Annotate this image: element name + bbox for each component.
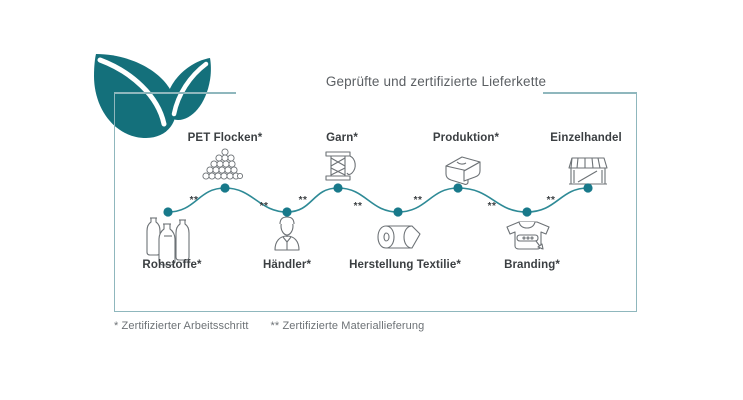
cert-mark-7: ** [546, 195, 556, 206]
stage-label-produktion: Produktion* [432, 132, 500, 144]
chain-frame-box [114, 93, 637, 312]
stage-label-rohstoffe: Rohstoffe* [142, 259, 202, 271]
stage-label-einzelhandel: Einzelhandel [550, 132, 622, 144]
cert-mark-6: ** [487, 201, 497, 212]
legend-item-double-star: ** Zertifizierte Materiallieferung [270, 320, 425, 332]
cert-mark-2: ** [259, 201, 269, 212]
stage-label-herstellung-textilie: Herstellung Textilie* [349, 259, 461, 271]
frame-top-rule-right [543, 92, 637, 94]
frame-top-rule-left [114, 92, 236, 94]
cert-mark-1: ** [189, 195, 199, 206]
cert-mark-4: ** [353, 201, 363, 212]
stage-label-branding: Branding* [504, 259, 560, 271]
legend: * Zertifizierter Arbeitsschritt ** Zerti… [114, 320, 424, 332]
page-title: Geprüfte und zertifizierte Lieferkette [325, 74, 547, 89]
cert-mark-5: ** [413, 195, 423, 206]
cert-mark-3: ** [298, 195, 308, 206]
stage-label-pet-flocken: PET Flocken* [187, 132, 263, 144]
legend-item-single-star: * Zertifizierter Arbeitsschritt [114, 320, 249, 332]
stage-label-haendler: Händler* [262, 259, 312, 271]
stage-label-garn: Garn* [326, 132, 358, 144]
